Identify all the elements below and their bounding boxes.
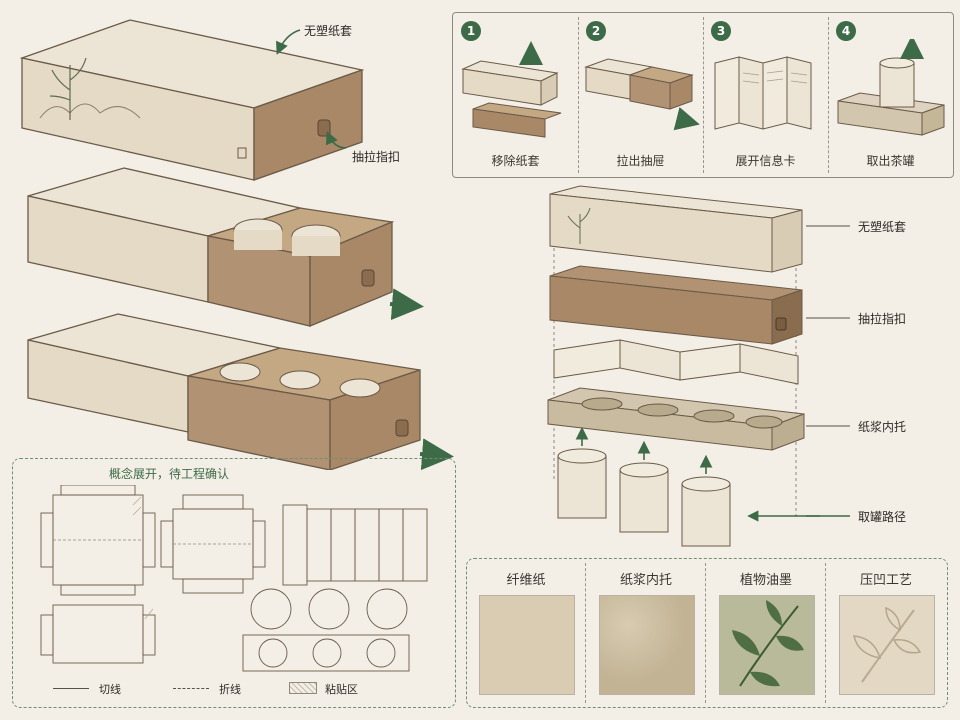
exploded-view-illustration	[547, 185, 820, 547]
exploded-info-card	[553, 339, 799, 385]
legend-fold-label: 折线	[219, 683, 241, 696]
step-number-badge: 1	[461, 21, 481, 41]
material-label: 压凹工艺	[859, 573, 912, 588]
material-label: 植物油墨	[739, 573, 792, 588]
take-canister-icon	[837, 39, 945, 136]
cut-line-swatch	[53, 688, 89, 689]
closed-box	[19, 19, 365, 181]
glue-area-swatch	[289, 682, 317, 694]
leaf-ink-icon	[719, 595, 815, 695]
step-number-badge: 4	[836, 21, 856, 41]
step-label: 展开信息卡	[735, 154, 796, 168]
step-3: 3 展开信息卡	[703, 13, 828, 177]
fold-line-swatch	[173, 688, 209, 689]
exploded-label-pulp-tray: 纸浆内托	[858, 420, 907, 434]
dieline-title: 概念展开，待工程确认	[109, 467, 230, 481]
exploded-pulp-tray	[547, 387, 805, 451]
embossed-leaf-icon	[839, 595, 935, 695]
legend-cut-label: 切线	[99, 683, 121, 696]
drawer-half-box	[27, 167, 424, 327]
exploded-drawer	[549, 265, 803, 345]
step-1: 1 移除纸套	[453, 13, 578, 177]
exploded-canisters	[557, 426, 731, 547]
fiber-paper-texture	[479, 595, 575, 695]
step-4: 4 取出茶罐	[828, 13, 953, 177]
step-number-badge: 3	[711, 21, 731, 41]
steps-panel: 1 移除纸套 2 拉出抽屉 3	[452, 12, 954, 178]
dieline-panel: 概念展开，待工程确认	[12, 458, 456, 708]
exploded-label-pull-tab: 抽拉指扣	[858, 312, 907, 326]
exploded-label-sleeve: 无塑纸套	[858, 220, 907, 234]
callout-sleeve-label: 无塑纸套	[304, 24, 353, 38]
exploded-sleeve	[549, 185, 803, 273]
info-card-icon	[714, 56, 812, 130]
material-emboss: 压凹工艺	[827, 559, 945, 707]
step-label: 移除纸套	[491, 154, 540, 168]
dieline-drawing	[40, 485, 428, 672]
pulp-texture	[599, 595, 695, 695]
material-pulp-tray: 纸浆内托	[587, 559, 705, 707]
leader-lines	[806, 225, 850, 517]
material-label: 纸浆内托	[619, 573, 672, 588]
remove-sleeve-icon	[461, 41, 562, 138]
pull-drawer-icon	[584, 58, 700, 131]
step-2: 2 拉出抽屉	[578, 13, 703, 177]
material-label: 纤维纸	[506, 573, 546, 588]
step-number-badge: 2	[586, 21, 606, 41]
material-plant-ink: 植物油墨	[707, 559, 825, 707]
legend-glue-label: 粘贴区	[325, 683, 358, 696]
callout-pull-tab-label: 抽拉指扣	[352, 150, 401, 164]
dieline-legend: 切线 折线 粘贴区	[53, 679, 433, 699]
materials-panel: 纤维纸 纸浆内托 植物油墨 压凹工艺	[466, 558, 948, 708]
box-closed-illustration	[19, 19, 454, 470]
drawer-open-box	[27, 313, 454, 470]
step-label: 取出茶罐	[866, 154, 915, 168]
step-label: 拉出抽屉	[616, 154, 665, 168]
material-fiber-paper: 纤维纸	[467, 559, 585, 707]
exploded-label-retrieve-path: 取罐路径	[858, 510, 907, 524]
